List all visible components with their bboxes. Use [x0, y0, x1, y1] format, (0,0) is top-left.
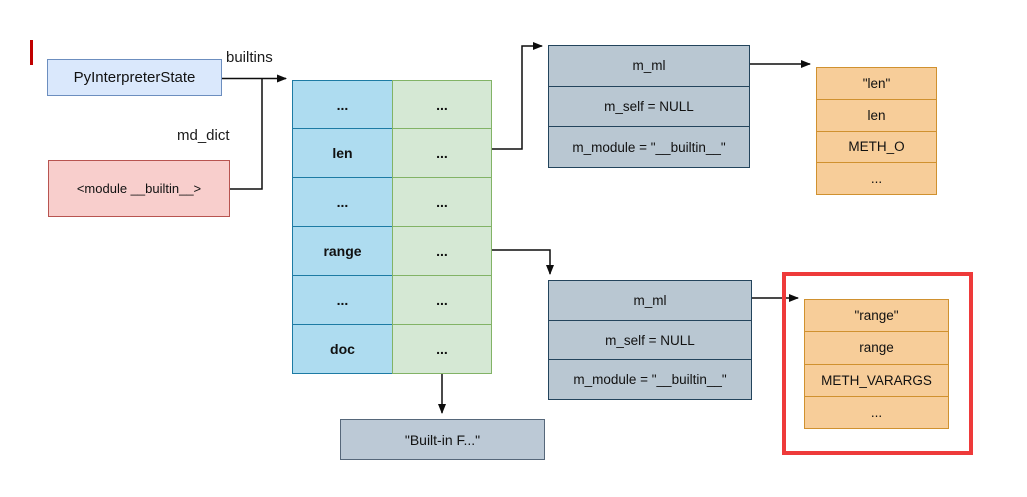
range-methoddef-box: "range" range METH_VARARGS ...	[804, 299, 949, 429]
len-method-mml-row: m_ml	[548, 45, 750, 87]
range-method-mmodule-row: m_module = "__builtin__"	[548, 360, 752, 401]
len-method-mself-row: m_self = NULL	[548, 86, 750, 128]
dict-key-cell-doc: doc	[292, 325, 392, 374]
dict-key-cell: ...	[292, 178, 392, 227]
range-def-ellipsis-row: ...	[804, 396, 949, 429]
module-dict-table: ... len ... range ... doc ... ... ... ..…	[292, 80, 492, 374]
doc-string-label: "Built-in F..."	[404, 431, 481, 448]
dict-value-cell: ...	[392, 325, 492, 374]
range-def-flags-row: METH_VARARGS	[804, 364, 949, 397]
dict-value-cell: ...	[392, 227, 492, 276]
dict-value-cell: ...	[392, 178, 492, 227]
len-method-object-box: m_ml m_self = NULL m_module = "__builtin…	[548, 45, 750, 169]
len-def-func-row: len	[816, 99, 937, 132]
pyinterpreterstate-box: PyInterpreterState	[47, 59, 222, 96]
len-methoddef-box: "len" len METH_O ...	[816, 67, 937, 195]
dict-key-cell-range: range	[292, 227, 392, 276]
dict-key-column: ... len ... range ... doc	[292, 80, 392, 374]
range-def-name-row: "range"	[804, 299, 949, 333]
dict-value-cell: ...	[392, 80, 492, 129]
red-tick-mark	[30, 40, 33, 65]
dict-value-column: ... ... ... ... ... ...	[392, 80, 492, 374]
dict-value-cell: ...	[392, 276, 492, 325]
len-def-flags-row: METH_O	[816, 131, 937, 164]
dict-key-cell-len: len	[292, 129, 392, 178]
pyinterpreterstate-label: PyInterpreterState	[73, 69, 196, 86]
module-builtin-box: <module __builtin__>	[48, 160, 230, 217]
len-method-mmodule-row: m_module = "__builtin__"	[548, 127, 750, 169]
doc-string-box: "Built-in F..."	[340, 419, 545, 460]
range-method-object-box: m_ml m_self = NULL m_module = "__builtin…	[548, 280, 752, 401]
edge-len-to-method	[492, 42, 543, 150]
md-dict-edge-label: md_dict	[177, 127, 230, 144]
dict-value-cell: ...	[392, 129, 492, 178]
module-builtin-label: <module __builtin__>	[76, 181, 202, 196]
highlight-rectangle	[782, 272, 973, 455]
dict-key-cell: ...	[292, 276, 392, 325]
builtins-edge-label: builtins	[226, 49, 273, 66]
range-method-mml-row: m_ml	[548, 280, 752, 321]
edge-range-to-method	[492, 249, 554, 275]
len-def-name-row: "len"	[816, 67, 937, 100]
edge-md-dict-connector	[230, 78, 263, 190]
len-def-ellipsis-row: ...	[816, 163, 937, 195]
range-method-mself-row: m_self = NULL	[548, 320, 752, 361]
range-def-func-row: range	[804, 332, 949, 365]
dict-key-cell: ...	[292, 80, 392, 129]
